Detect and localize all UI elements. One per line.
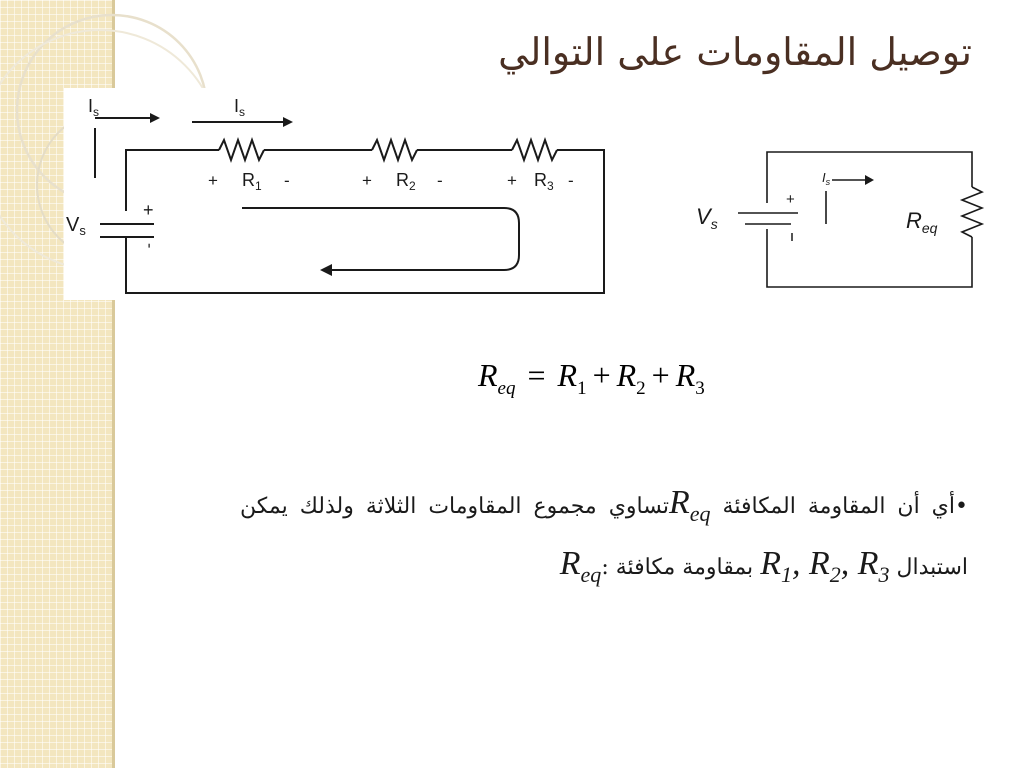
eq-plus-2: + xyxy=(652,357,670,393)
eq-resistor-label: Req xyxy=(906,208,938,236)
arrowhead-top xyxy=(283,117,293,127)
loop-current-path xyxy=(242,207,520,271)
r3-label: R3 xyxy=(534,170,554,193)
eq-r1-sub: 1 xyxy=(577,378,587,399)
series-resistance-equation: Req=R1+R2+R3 xyxy=(477,357,705,399)
r1-plus: + xyxy=(208,171,218,190)
eq-r1: R xyxy=(557,357,578,393)
eq-wire-right-bottom xyxy=(766,229,973,288)
eq-r2-sub: 2 xyxy=(636,378,646,399)
eq-battery-plus: + xyxy=(786,191,795,208)
eq-r3-sub: 3 xyxy=(695,378,705,399)
r1-label: R1 xyxy=(242,170,262,193)
slide-title: توصيل المقاومات على التوالي xyxy=(498,30,972,74)
current-label-top: Is xyxy=(234,96,245,119)
eq-source-label-vs: Vs xyxy=(696,204,718,232)
r3-minus: - xyxy=(568,171,574,190)
bullet-marker: • xyxy=(955,494,968,519)
eq-r2: R xyxy=(616,357,637,393)
resistor-zigzag-r2 xyxy=(371,136,418,164)
eq-lhs-sub: eq xyxy=(498,378,516,399)
eq-arrowhead xyxy=(865,175,874,185)
side-band-edge xyxy=(112,0,115,768)
eq-equals: = xyxy=(527,357,545,393)
eq-plus-1: + xyxy=(593,357,611,393)
r2-label: R2 xyxy=(396,170,416,193)
wire-top-left xyxy=(125,149,219,211)
svg-text:Req=R1+R2+R3: Req=R1+R2+R3 xyxy=(477,357,705,399)
bullet-req-final: Req xyxy=(559,544,602,587)
eq-r3: R xyxy=(675,357,696,393)
series-circuit-diagram: Is Is Vs + - + R1 - + R2 - + R3 - xyxy=(64,88,624,300)
arrowhead-loop xyxy=(320,264,332,276)
eq-resistor-zigzag xyxy=(959,186,985,238)
r2-minus: - xyxy=(437,171,443,190)
resistor-zigzag-r3 xyxy=(511,136,558,164)
battery-minus: - xyxy=(141,243,158,248)
bullet-req: Req xyxy=(669,484,711,526)
eq-lhs-r: R xyxy=(477,357,498,393)
bullet-part-2: تساوي مجموع المقاومات الثلاثة ولذلك يمكن… xyxy=(240,494,968,580)
eq-wire-left-top xyxy=(766,151,973,203)
arrowhead-source xyxy=(150,113,160,123)
resistor-zigzag-r1 xyxy=(218,136,265,164)
bullet-paragraph: •أي أن المقاومة المكافئة Reqتساوي مجموع … xyxy=(240,478,968,600)
bullet-colon: : xyxy=(601,554,609,580)
current-label-source: Is xyxy=(88,96,99,119)
wire-right-bottom xyxy=(125,149,605,294)
equivalent-circuit-diagram: Is Vs + Req xyxy=(696,151,985,288)
bullet-part-3: بمقاومة مكافئة xyxy=(608,554,761,580)
eq-current-label: Is xyxy=(822,170,831,187)
bullet-part-1: أي أن المقاومة المكافئة xyxy=(710,494,956,519)
r3-plus: + xyxy=(507,171,517,190)
r2-plus: + xyxy=(362,171,372,190)
source-label-vs: Vs xyxy=(66,214,86,238)
bullet-r-list: R1, R2, R3 xyxy=(760,544,890,587)
battery-plus: + xyxy=(143,200,154,220)
r1-minus: - xyxy=(284,171,290,190)
